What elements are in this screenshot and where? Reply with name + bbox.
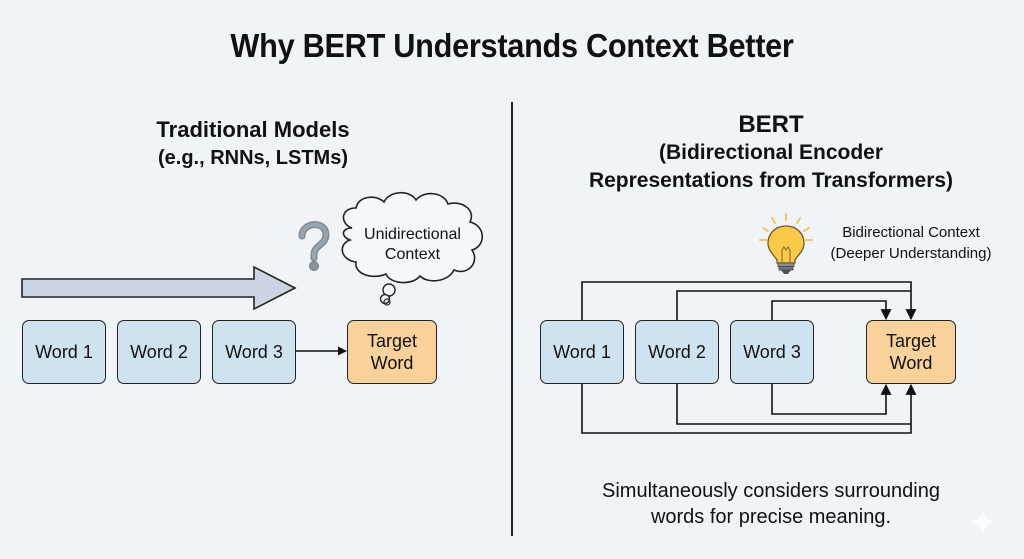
bert-caption: Simultaneously considers surrounding wor… — [518, 478, 1024, 530]
section-divider — [511, 102, 513, 536]
target-label-line1: Target — [366, 331, 418, 351]
connector-word2-bottom — [676, 384, 911, 425]
left-word-box-2: Word 2 — [117, 320, 201, 384]
target-label-line1: Target — [885, 331, 937, 351]
bert-subtitle-line2: Representations from Transformers) — [588, 169, 954, 192]
cloud-text-line2: Context — [384, 246, 441, 263]
thought-cloud — [341, 191, 484, 306]
page-title: Why BERT Understands Context Better — [230, 27, 794, 64]
light-bulb-icon — [759, 213, 813, 274]
bulb-text-line2: (Deeper Understanding) — [830, 245, 992, 262]
traditional-models-heading: Traditional Models (e.g., RNNs, LSTMs) — [0, 116, 506, 172]
connector-word3-top — [771, 300, 892, 321]
right-target-word-box: Target Word — [866, 320, 956, 384]
word-label: Word 2 — [648, 342, 706, 362]
connector-word1-bottom — [581, 383, 917, 434]
bulb-text-line1: Bidirectional Context — [842, 224, 980, 241]
connector-word2-top — [676, 290, 911, 320]
bidirectional-context-label: Bidirectional Context (Deeper Understand… — [806, 222, 1016, 264]
sparkle-icon — [971, 510, 995, 534]
traditional-models-title: Traditional Models — [156, 117, 350, 142]
word-label: Word 2 — [130, 342, 188, 362]
target-label-line2: Word — [889, 353, 933, 373]
question-mark-icon — [298, 221, 330, 271]
right-word-box-3: Word 3 — [730, 320, 814, 384]
left-word-box-1: Word 1 — [22, 320, 106, 384]
bert-subtitle-line1: (Bidirectional Encoder — [658, 141, 884, 164]
caption-line2: words for precise meaning. — [650, 506, 892, 528]
word-label: Word 1 — [35, 342, 93, 362]
word-label: Word 3 — [225, 342, 283, 362]
bert-title: BERT — [738, 111, 804, 138]
right-word-box-2: Word 2 — [635, 320, 719, 384]
word-label: Word 3 — [743, 342, 801, 362]
left-target-word-box: Target Word — [347, 320, 437, 384]
connector-word1-top — [581, 281, 917, 321]
traditional-models-subtitle: (e.g., RNNs, LSTMs) — [157, 147, 348, 169]
direction-arrow-icon — [21, 265, 297, 311]
cloud-text-line1: Unidirectional — [364, 226, 461, 243]
bidirectional-connectors — [581, 281, 917, 434]
unidirectional-context-label: Unidirectional Context — [340, 225, 485, 265]
left-word-box-3: Word 3 — [212, 320, 296, 384]
word-label: Word 1 — [553, 342, 611, 362]
bert-heading: BERT (Bidirectional Encoder Representati… — [518, 111, 1024, 195]
connector-word3-bottom — [771, 383, 892, 415]
target-label-line2: Word — [370, 353, 414, 373]
right-word-box-1: Word 1 — [540, 320, 624, 384]
caption-line1: Simultaneously considers surrounding — [602, 480, 940, 502]
